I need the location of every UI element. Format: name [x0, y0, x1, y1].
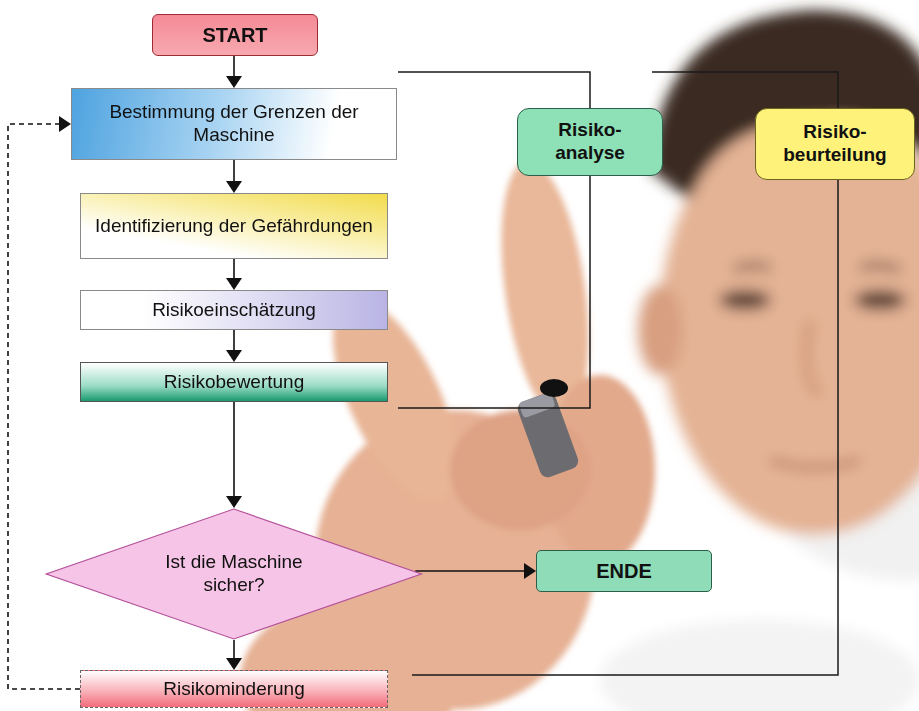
node-text: ENDE	[596, 559, 652, 583]
arrow-head	[59, 116, 71, 132]
marker	[516, 379, 581, 479]
node-text: Risikoeinschätzung	[152, 299, 316, 322]
decision-diamond: Ist die Maschine sicher?	[44, 508, 424, 640]
arrow-head	[226, 181, 242, 193]
flow-arrow	[226, 259, 242, 290]
node-text: Ist die Maschine sicher?	[135, 551, 332, 597]
process-box: Identifizierung der Gefährdungen	[80, 193, 388, 259]
end-terminal: ENDE	[536, 550, 712, 592]
feedback-arrow	[8, 116, 80, 689]
arrow-head	[524, 563, 536, 579]
node-text: Risikominderung	[163, 678, 305, 701]
phase-label-box: Risiko- analyse	[517, 108, 663, 176]
process-box: Bestimmung der Grenzen der Maschine	[71, 88, 397, 160]
flow-arrow	[226, 402, 242, 508]
arrow-head	[226, 496, 242, 508]
node-text: Risikobewertung	[164, 371, 304, 394]
arrow-head	[226, 76, 242, 88]
process-box: Risikobewertung	[80, 362, 388, 402]
flow-arrow	[226, 56, 242, 88]
arrow-head	[226, 350, 242, 362]
node-text: Bestimmung der Grenzen der Maschine	[72, 101, 396, 147]
flow-arrow	[226, 640, 242, 670]
node-text: Risiko- beurteilung	[783, 121, 886, 167]
node-text: Risiko- analyse	[555, 119, 625, 165]
flow-arrow	[226, 330, 242, 362]
process-box: Risikominderung	[80, 670, 388, 708]
node-text: START	[202, 23, 267, 47]
node-text: Identifizierung der Gefährdungen	[95, 215, 373, 238]
phase-label-box: Risiko- beurteilung	[755, 108, 915, 180]
start-terminal: START	[152, 14, 318, 56]
flow-arrow	[226, 160, 242, 193]
arrow-head	[226, 658, 242, 670]
process-box: Risikoeinschätzung	[80, 290, 388, 330]
flow-arrow	[415, 563, 536, 579]
arrow-head	[226, 278, 242, 290]
